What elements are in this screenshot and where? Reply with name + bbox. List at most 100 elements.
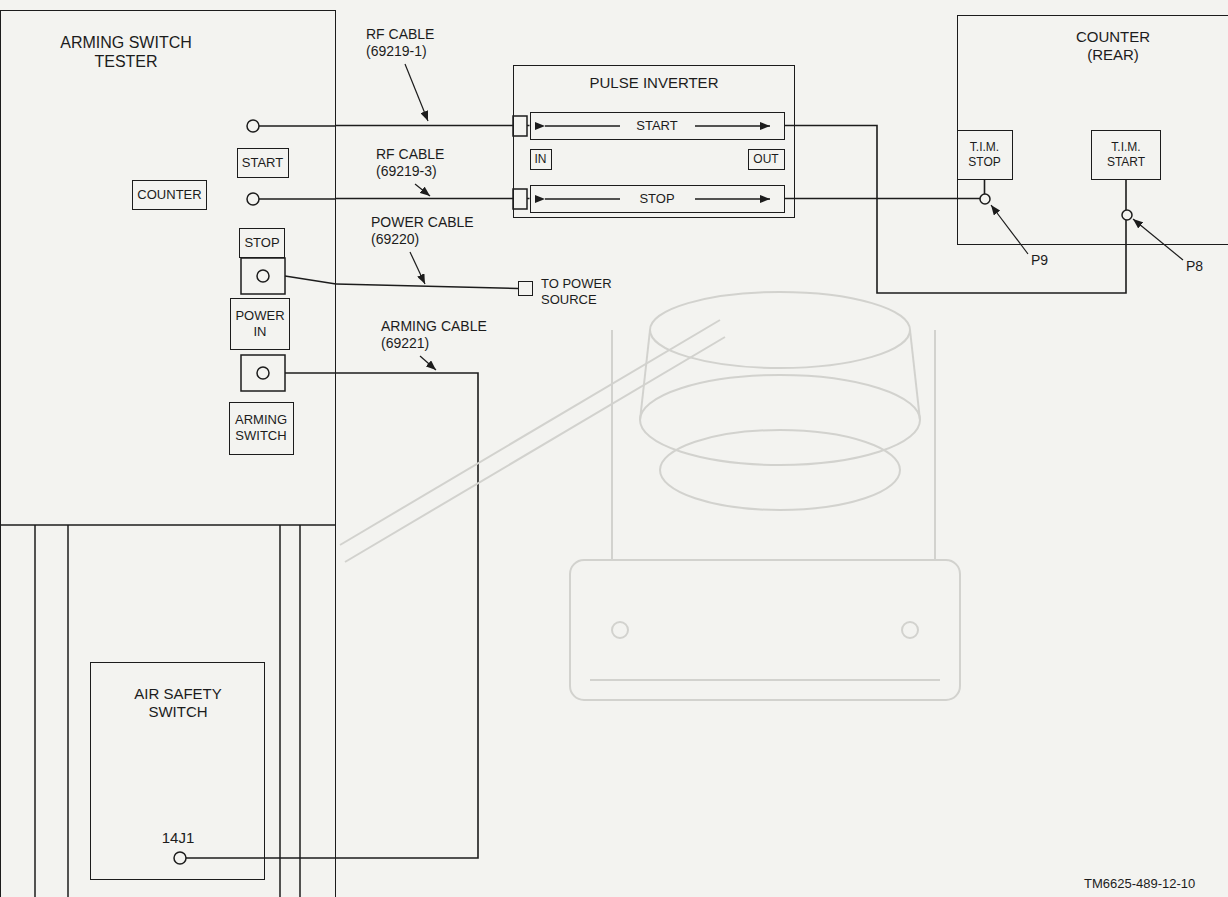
node-title: ARMING SWITCH [231,412,291,443]
tester-jacks [241,258,285,294]
counter-panel: COUNTER (REAR) T.I.M. STOP T.I.M. START [957,15,1228,245]
faint-illustration [640,330,650,420]
inverter-connectors [513,116,527,209]
power-source-box: TO POWER SOURCE [518,281,533,296]
cable-line [785,180,985,199]
cable-line [336,198,530,200]
leader-arrow [1133,219,1183,260]
tester-lower-frame [279,525,281,897]
figure-number: TM6625-489-12-10 [1083,876,1196,892]
leader-arrow [405,64,1183,370]
inverter-connectors [513,116,527,136]
node-title: ARMING SWITCH TESTER [41,33,211,71]
faint-illustration [650,292,910,368]
tester-jacks [174,120,285,864]
node-title: AIR SAFETY SWITCH [126,685,231,721]
node-title: T.I.M. STOP [962,140,1008,169]
cable-label: POWER CABLE (69220) [370,214,484,248]
jack-label: T.I.M. START [1091,130,1161,180]
faint-illustration [570,560,960,700]
faint-illustration [640,375,920,465]
plug-label: P8 [1185,258,1204,275]
leader-arrow [991,205,1028,254]
counter-jacks [1122,210,1132,220]
faint-illustration [340,292,960,700]
cable-stubs [285,276,336,284]
cable-stubs [285,372,336,374]
faint-illustration [902,622,918,638]
node-title: STOP [244,235,279,251]
tester-lower-frame [67,525,69,897]
node-title: POWER IN [233,308,288,339]
tester-jacks [241,355,285,391]
faint-illustration [611,330,613,560]
tester-lower-frame [0,525,336,897]
tester-jacks [257,367,269,379]
cable-stubs [259,198,336,200]
direction-arrows [545,126,770,199]
faint-illustration [340,320,720,545]
faint-illustration [910,330,920,420]
plug-label: P9 [1030,252,1049,269]
cable-line [336,284,518,289]
node-title: COUNTER [137,187,201,203]
cable-stubs [186,857,265,859]
leader-arrow [405,64,428,121]
cable-stubs [186,126,336,858]
node-title: STOP [639,191,674,207]
cable-label: ARMING CABLE (69221) [380,318,500,352]
node-title: IN [535,152,547,166]
leader-arrow [420,356,436,370]
faint-illustration [934,330,936,560]
tester-lower-frame [0,524,336,526]
tester-jacks [247,120,259,132]
node-title: START [242,155,283,171]
node-title: OUT [753,152,778,166]
panel-label: POWER IN [230,298,290,350]
faint-illustration [612,622,628,638]
cable-label: RF CABLE (69219-1) [365,26,472,60]
tester-jacks [257,270,269,282]
inverter-connectors [513,189,527,209]
switch-box: AIR SAFETY SWITCH 14J1 [90,662,265,880]
cable-line [336,125,530,127]
counter-jacks [980,194,1132,220]
tester-jacks [174,852,186,864]
tester-lower-frame [299,525,301,897]
port-label: IN [530,149,552,170]
node-title: COUNTER (REAR) [1058,28,1168,64]
inverter-box: PULSE INVERTERSTARTINOUTSTOP [513,65,795,218]
leader-arrow [415,184,430,196]
tester-lower-frame [34,525,36,897]
node-title: START [636,118,677,134]
signal-bar: STOP [530,185,785,213]
signal-bar: START [530,112,785,140]
panel-label: STOP [239,228,285,258]
port-label: OUT [748,149,785,170]
cable-line [265,373,479,858]
node-text: 14J1 [156,829,201,847]
faint-illustration [590,679,940,681]
cable-label: RF CABLE (69219-3) [375,146,482,180]
cable-line [785,126,1127,294]
node-title: T.I.M. START [1096,140,1156,169]
faint-illustration [660,430,900,510]
direction-arrows [695,198,770,199]
counter-jacks [980,194,990,204]
panel-label: COUNTER [132,180,207,210]
faint-illustration [345,337,725,562]
panel-label: ARMING SWITCH [229,402,294,455]
leader-arrow [410,252,425,284]
panel-label: START [237,148,289,178]
tester-jacks [247,193,259,205]
direction-arrows [545,198,620,199]
direction-arrows [545,125,620,126]
tester-panel: ARMING SWITCH TESTER START COUNTER STOP POWE… [0,10,336,897]
node-title: TO POWER SOURCE [541,276,631,307]
cable-stubs [259,125,336,127]
direction-arrows [695,125,770,126]
